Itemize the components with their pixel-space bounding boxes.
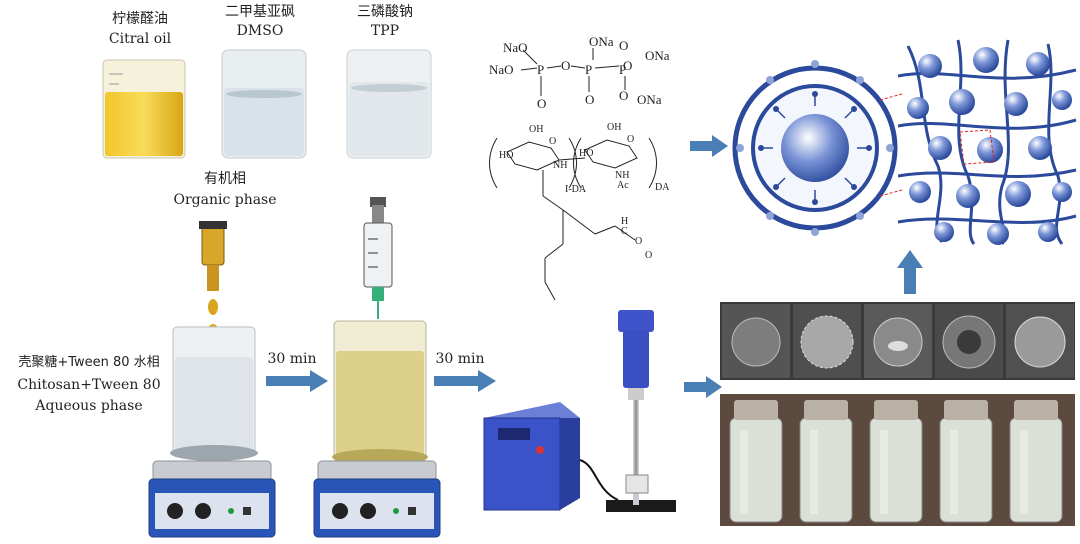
chitosan-label: H — [621, 216, 628, 227]
chitosan-label: O — [549, 136, 556, 147]
tpp-group: NaO — [503, 40, 528, 55]
homogenizer-equipment-image — [483, 310, 676, 512]
tpp-group: O — [623, 58, 632, 73]
chemical-structures: NaO NaO O O ONa O ONa ONa P P P O O O — [489, 34, 670, 301]
tpp-group: P — [619, 62, 626, 77]
chitosan-label: OH — [529, 124, 543, 135]
chitosan-label: I-DA — [565, 184, 587, 195]
chitosan-label: O — [645, 250, 652, 261]
chitosan-label: C — [621, 226, 628, 237]
chitosan-label: OH — [607, 122, 621, 133]
tpp-bottle-image — [346, 49, 432, 159]
process-arrow-up — [897, 250, 923, 294]
tpp-group: O — [561, 58, 570, 73]
dmso-cn-label: 二甲基亚砜 — [225, 4, 295, 20]
chitosan-label: O — [627, 134, 634, 145]
citral-oil-cn-label: 柠檬醛油 — [112, 11, 168, 27]
aqueous-phase-cn-label: 壳聚糖+Tween 80 水相 — [18, 355, 160, 370]
dmso-en-label: DMSO — [236, 23, 284, 39]
organic-phase-dropping-setup — [148, 221, 276, 538]
tpp-group: ONa — [645, 48, 670, 63]
vials — [729, 400, 1063, 523]
nanoparticle-vials-photo — [720, 394, 1075, 526]
step-time-label-1: 30 min — [267, 351, 317, 367]
organic-phase-en-label: Organic phase — [173, 192, 277, 208]
organic-phase-cn-label: 有机相 — [204, 171, 246, 187]
citral-oil-beaker-image — [102, 59, 186, 159]
tpp-group: O — [585, 92, 594, 107]
process-arrow-3 — [684, 376, 722, 398]
tpp-cn-label: 三磷酸钠 — [357, 4, 413, 20]
tpp-group: ONa — [589, 34, 614, 49]
process-arrow-1 — [266, 370, 328, 392]
tpp-group: P — [537, 62, 544, 77]
tpp-group: P — [585, 62, 592, 77]
process-arrow-4 — [690, 135, 728, 157]
tpp-group: O — [619, 38, 628, 53]
chitosan-label: Ac — [617, 180, 629, 191]
chitosan-label: NH — [553, 160, 567, 171]
chitosan-label: NH — [615, 170, 629, 181]
tpp-group: ONa — [637, 92, 662, 107]
crosslinked-network-schematic — [898, 39, 1077, 245]
tpp-group: O — [619, 88, 628, 103]
tpp-group: O — [537, 96, 546, 111]
step-time-label-2: 30 min — [435, 351, 485, 367]
tpp-group: NaO — [489, 62, 514, 77]
chitosan-label: O — [635, 236, 642, 247]
chitosan-structure: OH O HO NH OH O HO NH Ac DA I-DA O H C O — [489, 122, 670, 301]
process-arrow-2 — [434, 370, 496, 392]
chitosan-label: HO — [579, 148, 593, 159]
tpp-structure: NaO NaO O O ONa O ONa ONa P P P O O O — [489, 34, 670, 111]
sem-image-row — [720, 302, 1075, 380]
aqueous-phase-en2-label: Aqueous phase — [35, 398, 143, 414]
sem-images — [722, 304, 1074, 378]
chitosan-label: DA — [655, 182, 670, 193]
nanoparticle-schematic — [732, 60, 903, 236]
citral-oil-en-label: Citral oil — [108, 31, 172, 47]
dmso-bottle-image — [221, 49, 307, 159]
chitosan-label: HO — [499, 150, 513, 161]
tpp-en-label: TPP — [370, 23, 400, 39]
aqueous-phase-en1-label: Chitosan+Tween 80 — [17, 377, 161, 393]
tpp-addition-setup — [313, 197, 441, 538]
